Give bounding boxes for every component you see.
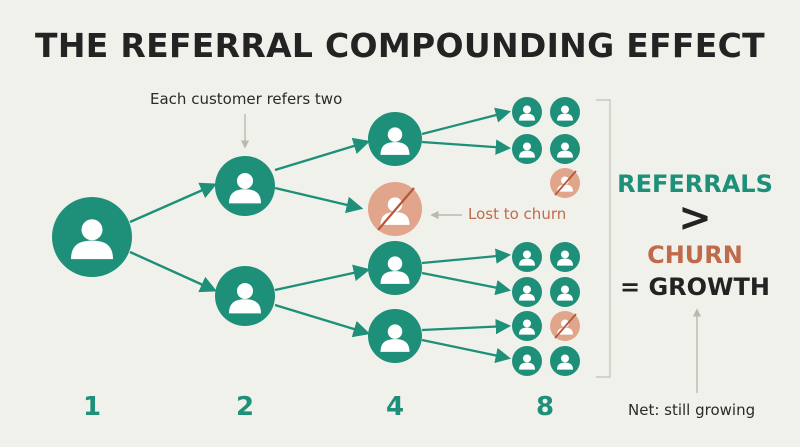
person-icon [512, 97, 542, 127]
person-icon [368, 112, 422, 166]
person-icon [550, 97, 580, 127]
person-icon [215, 156, 275, 216]
equation-operator: > [678, 195, 712, 241]
arrow-2b-to-3c [274, 264, 371, 292]
person-icon [52, 197, 132, 277]
person-icon [215, 266, 275, 326]
person-icon [550, 346, 580, 376]
diagram-title: THE REFERRAL COMPOUNDING EFFECT [35, 26, 765, 65]
arrow-2b-to-3d [274, 303, 371, 338]
arrow-3d-to-4f [421, 338, 512, 364]
equation-result: = GROWTH [620, 273, 770, 301]
arrow-3d-to-4e [421, 318, 512, 335]
person-icon [512, 346, 542, 376]
churned-person-icon [550, 311, 580, 341]
generation-label: 2 [235, 392, 255, 422]
person-icon [368, 309, 422, 363]
person-icon [512, 277, 542, 307]
person-icon [512, 311, 542, 341]
arrow-1-to-2b [129, 250, 218, 293]
churned-person-icon [368, 182, 422, 236]
person-icon [512, 134, 542, 164]
gen4-bracket [596, 99, 611, 378]
annotation-lost-to-churn: Lost to churn [468, 205, 567, 223]
arrow-2a-to-3a [274, 137, 371, 172]
arrow-2a-to-3b [274, 186, 364, 214]
arrow-3a-to-4a [421, 107, 511, 136]
equation-churn: CHURN [647, 241, 743, 269]
arrow-1-to-2a [129, 182, 218, 224]
arrow-3c-to-4d [421, 271, 512, 296]
arrow-3a-to-4b [421, 139, 512, 155]
generation-label: 1 [82, 392, 102, 422]
person-icon [550, 242, 580, 272]
equation-referrals: REFERRALS [617, 170, 773, 198]
generation-label: 8 [535, 392, 555, 422]
person-icon [550, 277, 580, 307]
annotation-net-growing: Net: still growing [628, 401, 756, 419]
person-icon [512, 242, 542, 272]
annotation-refers-two: Each customer refers two [150, 90, 343, 108]
churned-person-icon [550, 168, 580, 198]
person-icon [550, 134, 580, 164]
person-icon [368, 241, 422, 295]
generation-label: 4 [385, 392, 405, 422]
arrow-3c-to-4c [421, 248, 512, 265]
